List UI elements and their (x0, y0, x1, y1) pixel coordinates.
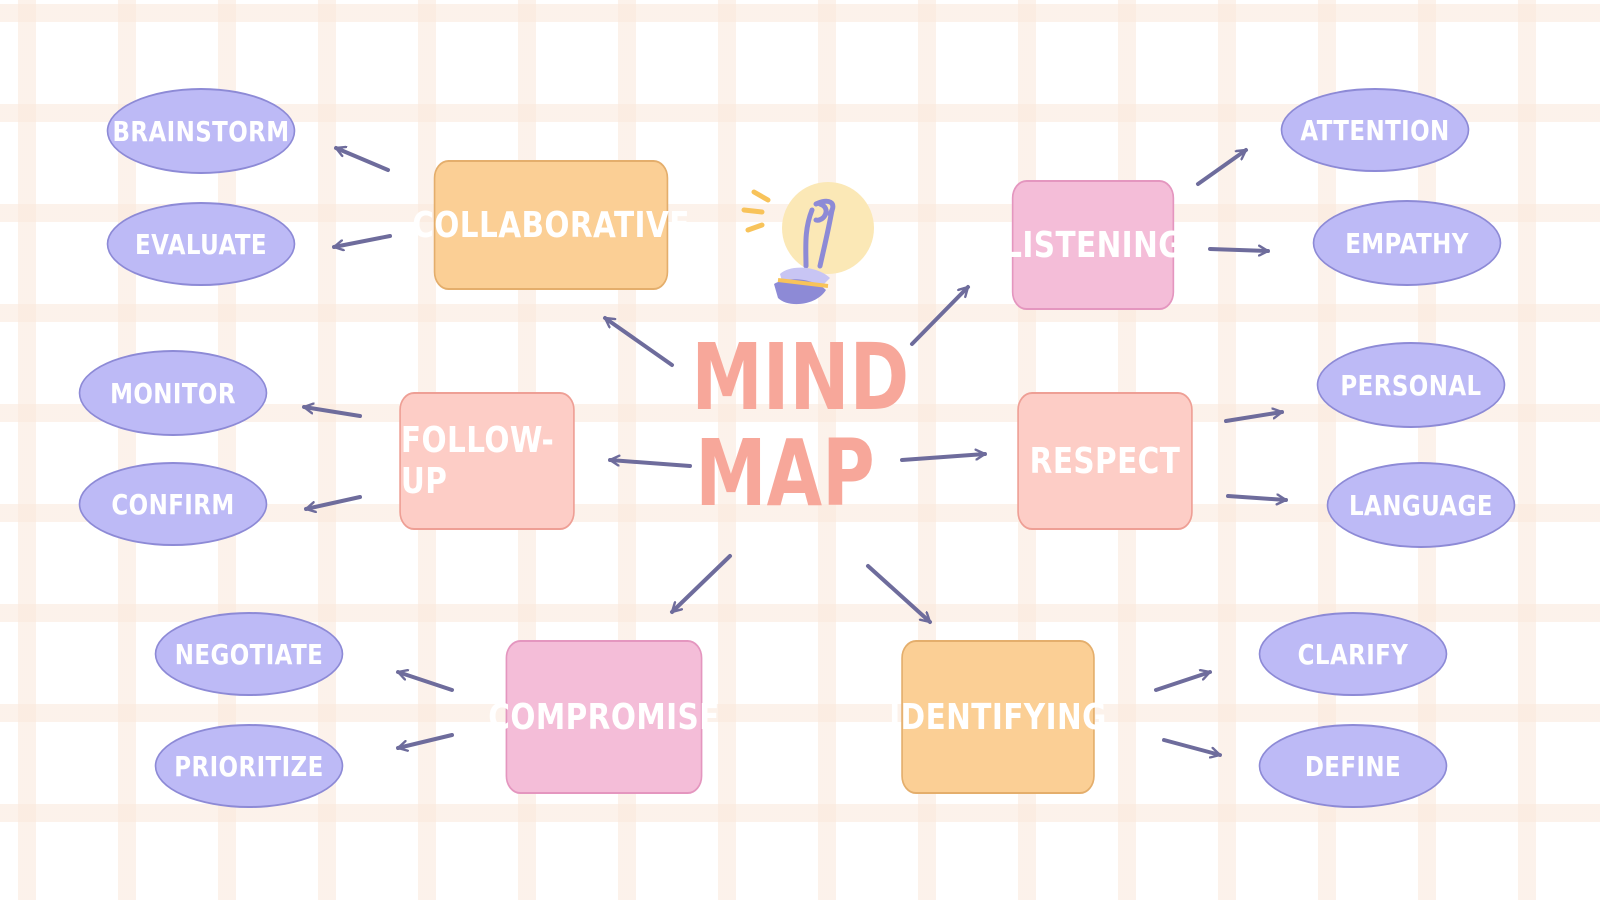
branch-respect: RESPECT (1017, 392, 1193, 530)
arrow-center-to-follow-up (608, 460, 692, 468)
arrow-compromise-to-prioritize (396, 733, 454, 748)
arrow-follow-up-to-monitor (302, 407, 362, 418)
leaf-monitor: MONITOR (78, 350, 268, 436)
arrow-identifying-to-clarify (1154, 672, 1212, 692)
leaf-clarify: CLARIFY (1258, 612, 1448, 696)
arrow-identifying-to-define (1162, 738, 1222, 755)
branch-listening: LISTENING (1003, 180, 1182, 310)
leaf-empathy: EMPATHY (1312, 200, 1502, 286)
arrow-collaborative-to-evaluate (332, 234, 392, 247)
arrow-follow-up-to-confirm (304, 495, 362, 509)
leaf-prioritize: PRIORITIZE (154, 724, 344, 808)
title-line-1: MIND (691, 324, 910, 431)
arrow-center-to-respect (900, 454, 987, 462)
branch-collaborative: COLLABORATIVE (412, 160, 689, 290)
leaf-negotiate: NEGOTIATE (154, 612, 344, 696)
arrow-collaborative-to-brainstorm (334, 148, 390, 172)
leaf-confirm: CONFIRM (78, 462, 268, 546)
arrow-listening-to-attention (1196, 148, 1248, 186)
branch-identifying: IDENTIFYING (889, 640, 1106, 794)
arrow-center-to-collaborative (603, 316, 674, 367)
arrow-listening-to-empathy (1208, 249, 1270, 251)
leaf-language: LANGUAGE (1326, 462, 1516, 548)
leaf-evaluate: EVALUATE (106, 202, 296, 286)
leaf-brainstorm: BRAINSTORM (106, 88, 296, 174)
arrow-center-to-listening (910, 285, 970, 346)
arrow-respect-to-language (1226, 496, 1288, 500)
branch-follow-up: FOLLOW-UP (399, 392, 575, 530)
leaf-personal: PERSONAL (1316, 342, 1506, 428)
title-line-2: MAP (695, 420, 875, 527)
arrow-center-to-identifying (866, 564, 932, 624)
lightbulb-icon (741, 182, 874, 305)
leaf-define: DEFINE (1258, 724, 1448, 808)
branch-compromise: COMPROMISE (488, 640, 719, 794)
mind-map-title: MIND MAP (691, 324, 910, 527)
leaf-attention: ATTENTION (1280, 88, 1470, 172)
arrow-center-to-compromise (670, 554, 732, 614)
arrow-respect-to-personal (1224, 412, 1284, 423)
arrow-compromise-to-negotiate (396, 672, 454, 692)
